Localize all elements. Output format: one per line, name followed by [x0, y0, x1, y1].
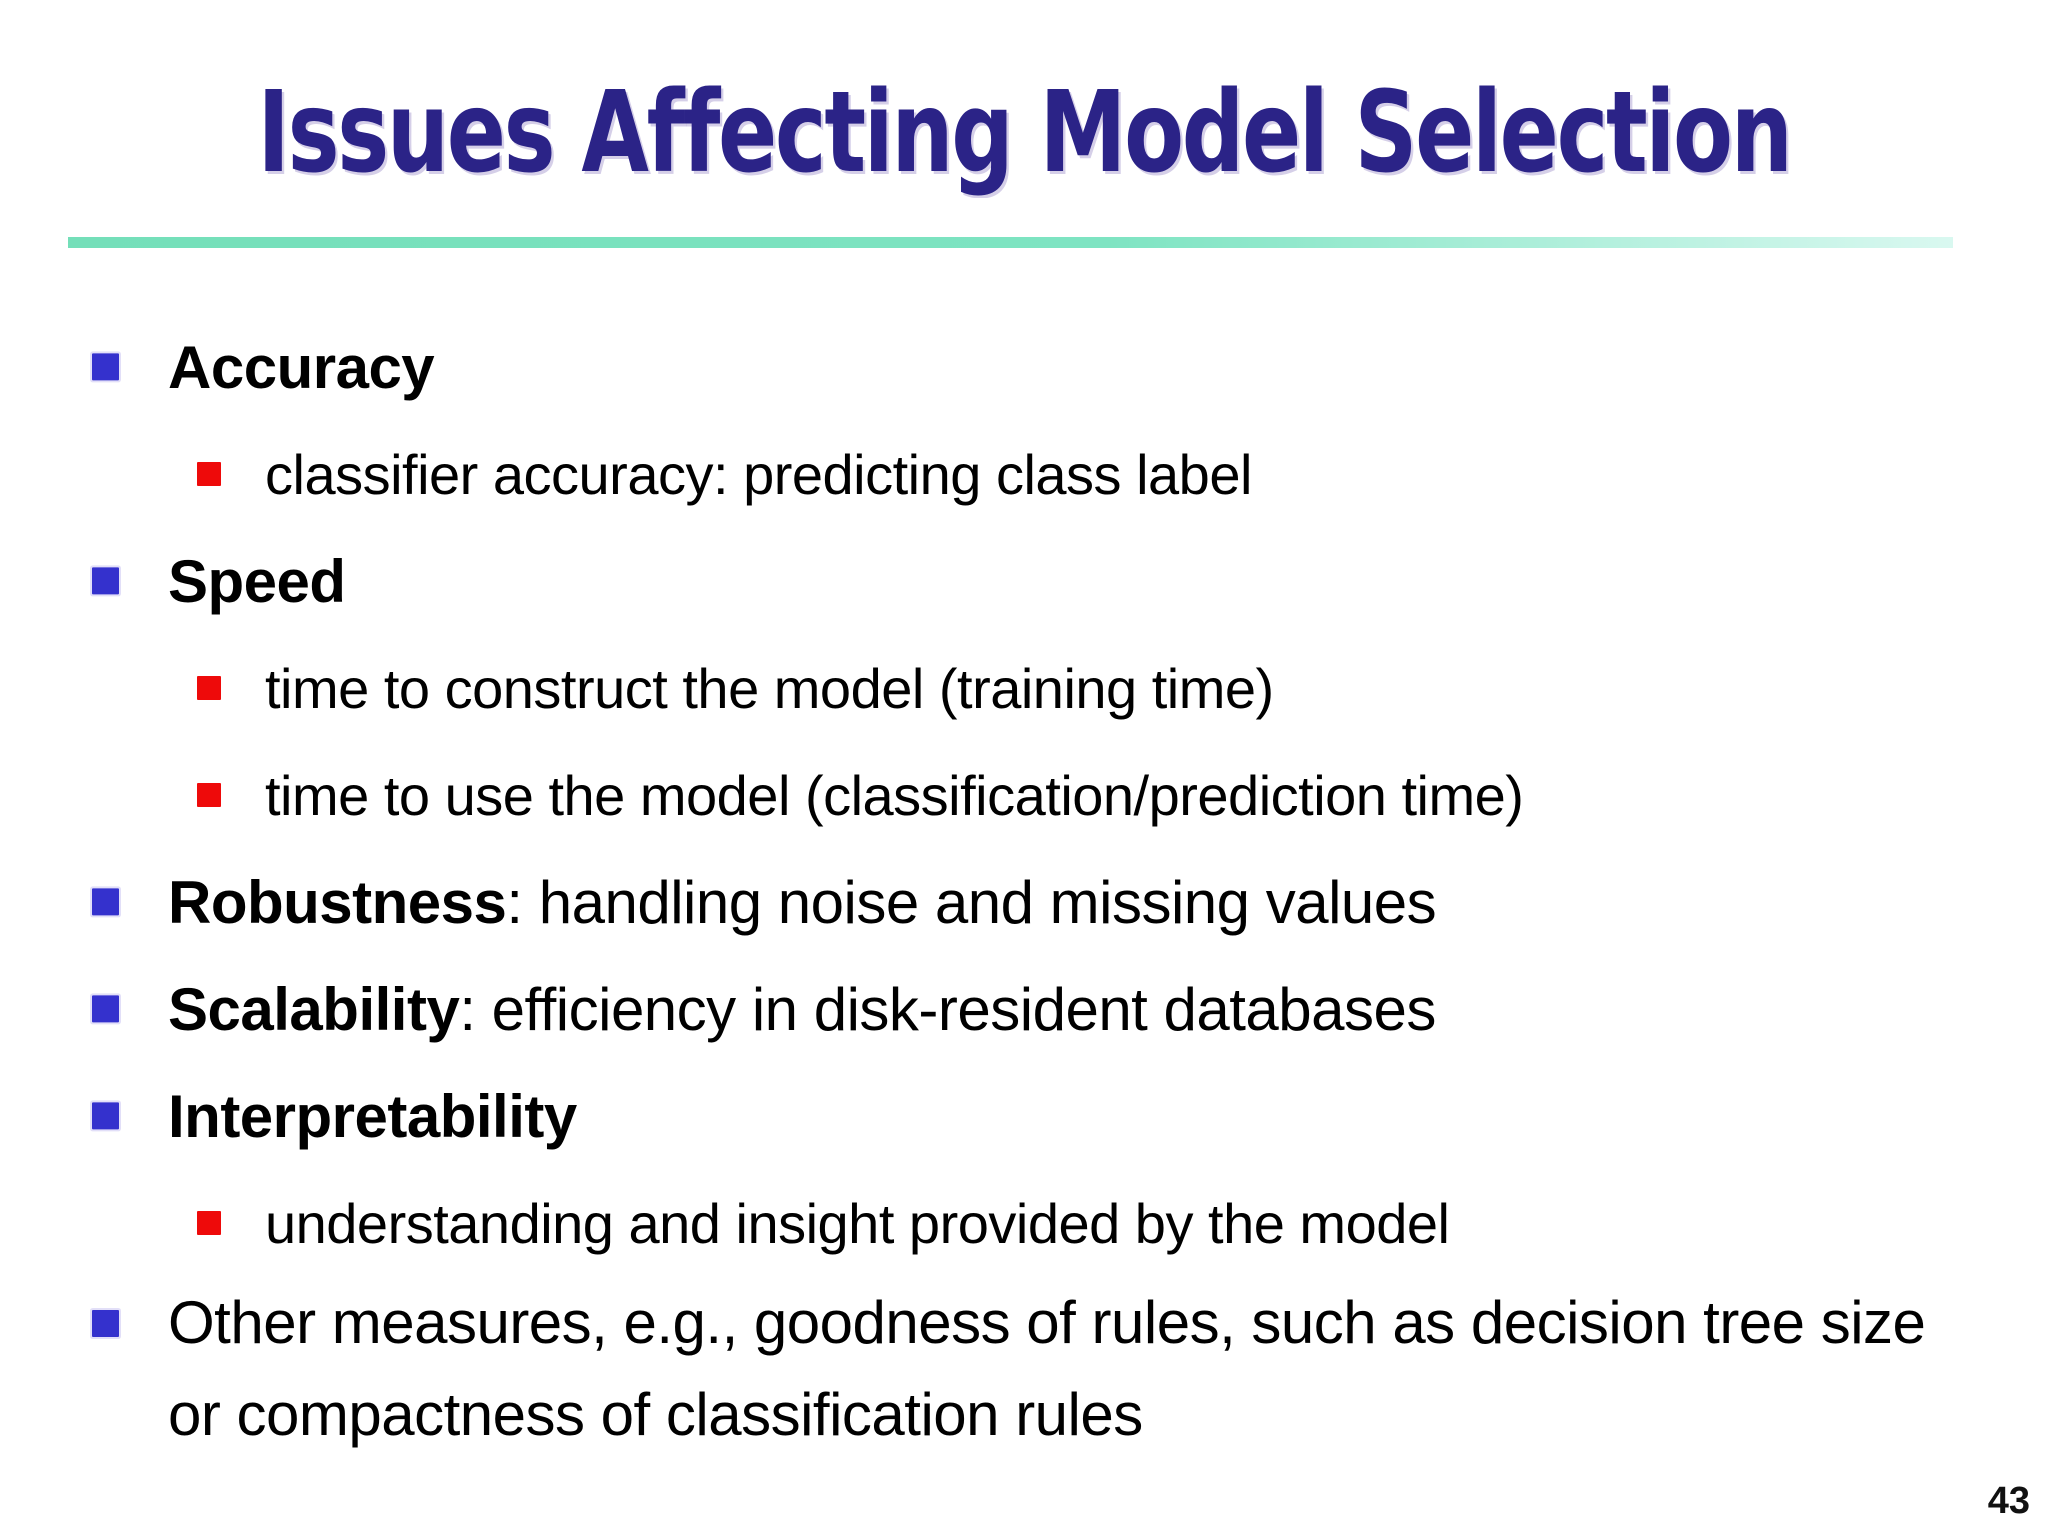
list-item: time to construct the model (training ti… [0, 636, 2048, 742]
list-item-rest: : efficiency in disk-resident databases [459, 976, 1436, 1043]
list-item-text: Interpretability [168, 1064, 577, 1170]
level2-square-bullet-icon [197, 462, 221, 487]
list-item: understanding and insight provided by th… [0, 1171, 2048, 1277]
list-item-text: Other measures, e.g., goodness of rules,… [168, 1277, 1958, 1461]
list-item: Robustness: handling noise and missing v… [0, 850, 2048, 956]
list-item-text: time to construct the model (training ti… [265, 636, 1274, 742]
list-item: classifier accuracy: predicting class la… [0, 422, 2048, 528]
page-number: 43 [1987, 1480, 2030, 1522]
list-item: Other measures, e.g., goodness of rules,… [0, 1277, 2048, 1477]
list-item-text: classifier accuracy: predicting class la… [265, 422, 1252, 528]
list-item-lead: Scalability [168, 976, 460, 1043]
list-item-lead: Speed [168, 548, 346, 615]
list-item-rest: time to use the model (classification/pr… [265, 764, 1524, 827]
level1-square-bullet-icon [92, 995, 119, 1023]
list-item-rest: understanding and insight provided by th… [265, 1192, 1450, 1255]
list-item-text: Accuracy [168, 315, 435, 421]
list-item-rest: Other measures, e.g., goodness of rules,… [168, 1289, 1926, 1448]
level1-square-bullet-icon [92, 567, 119, 595]
list-item-rest: classifier accuracy: predicting class la… [265, 443, 1252, 506]
level2-square-bullet-icon [197, 783, 221, 808]
list-item-lead: Interpretability [168, 1083, 577, 1150]
level1-square-bullet-icon [92, 1102, 119, 1130]
list-item: Interpretability [0, 1064, 2048, 1170]
list-item-lead: Robustness [168, 869, 507, 936]
title-divider-line [68, 237, 1953, 248]
list-item-text: Speed [168, 529, 346, 635]
list-item-text: Robustness: handling noise and missing v… [168, 850, 1437, 956]
list-item-rest: time to construct the model (training ti… [265, 657, 1274, 720]
level1-square-bullet-icon [92, 1310, 119, 1337]
list-item-rest: : handling noise and missing values [506, 869, 1437, 936]
level1-square-bullet-icon [92, 888, 119, 916]
list-item-text: Scalability: efficiency in disk-resident… [168, 957, 1436, 1063]
level1-square-bullet-icon [92, 353, 119, 381]
list-item-text: time to use the model (classification/pr… [265, 743, 1524, 849]
list-item-lead: Accuracy [168, 334, 435, 401]
list-item: Accuracy [0, 315, 2048, 421]
level2-square-bullet-icon [197, 1211, 221, 1236]
list-item: time to use the model (classification/pr… [0, 743, 2048, 849]
level2-square-bullet-icon [197, 676, 221, 701]
list-item-text: understanding and insight provided by th… [265, 1171, 1450, 1277]
slide-title: Issues Affecting Model Selection [257, 68, 1792, 198]
list-item: Speed [0, 529, 2048, 635]
list-item: Scalability: efficiency in disk-resident… [0, 957, 2048, 1063]
